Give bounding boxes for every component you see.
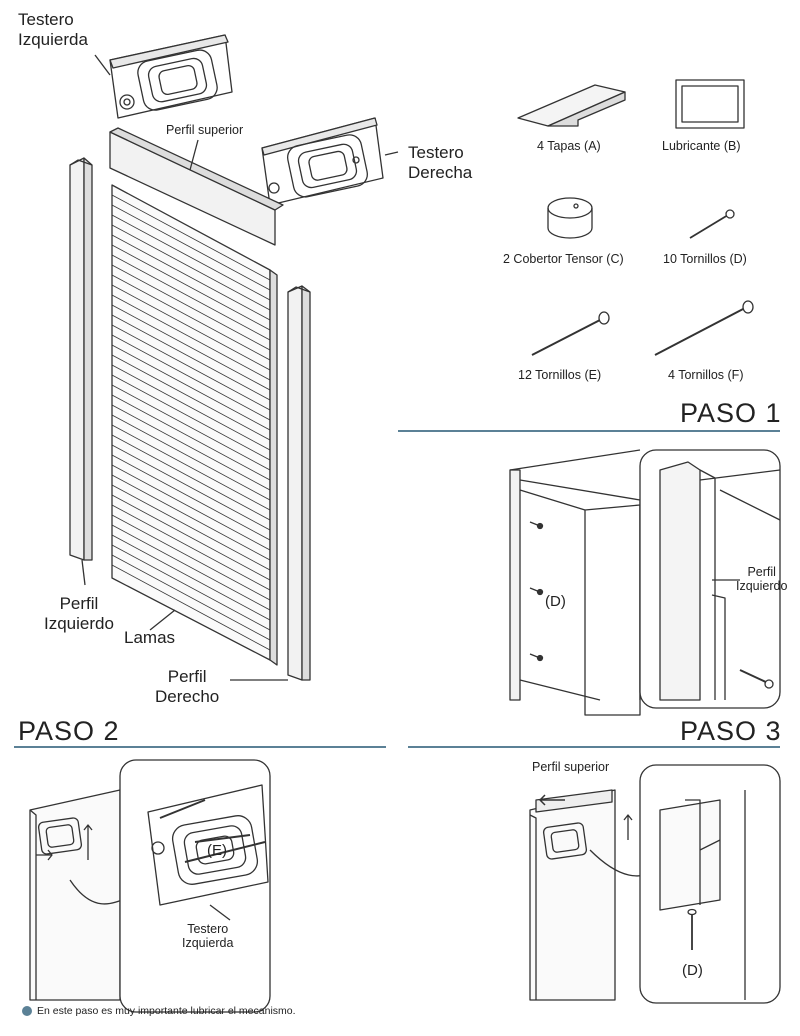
perfil-superior-part — [109, 127, 284, 246]
label-perfil-superior: Perfil superior — [166, 123, 244, 137]
paso3-title: PASO 3 — [680, 716, 782, 746]
lamas-part — [111, 184, 278, 666]
paso3-rule — [408, 746, 780, 748]
footnote-text: En este paso es muy importante lubricar … — [37, 1005, 296, 1017]
label-tornillos-d: 10 Tornillos (D) — [663, 252, 747, 266]
tapa-a-part — [517, 84, 626, 127]
paso3-illustration — [529, 764, 781, 1004]
paso2-screw-label: (E) — [207, 842, 227, 859]
paso2-illustration — [29, 759, 271, 1013]
paso2-rule — [14, 746, 386, 748]
tornillo-d-part — [689, 209, 735, 239]
paso2-testero-label: Testero Izquierda — [182, 922, 234, 951]
paso1-perfil-label: Perfil Izquierdo — [736, 565, 788, 594]
cobertor-c-part — [547, 197, 593, 239]
footnote: En este paso es muy importante lubricar … — [22, 1005, 296, 1017]
paso1-title: PASO 1 — [680, 398, 782, 428]
paso1-screw-label: (D) — [545, 593, 566, 610]
label-tapas: 4 Tapas (A) — [537, 139, 601, 153]
bullet-dot-icon — [22, 1006, 32, 1016]
paso3-screw-label: (D) — [682, 962, 703, 979]
perfil-derecho-part — [230, 285, 311, 681]
label-testero-izquierda: Testero Izquierda — [18, 10, 88, 49]
testero-derecha-part — [261, 117, 399, 206]
label-tornillos-f: 4 Tornillos (F) — [668, 368, 744, 382]
label-tornillos-e: 12 Tornillos (E) — [518, 368, 602, 382]
tornillo-e-part — [531, 311, 610, 356]
label-lubricante: Lubricante (B) — [662, 139, 741, 153]
paso1-illustration — [509, 449, 781, 716]
testero-izquierda-part — [94, 34, 233, 119]
tornillo-f-part — [654, 300, 754, 356]
label-perfil-izquierdo: Perfil Izquierdo — [44, 594, 114, 633]
label-cobertor: 2 Cobertor Tensor (C) — [503, 252, 624, 266]
label-lamas: Lamas — [124, 628, 176, 647]
paso2-title: PASO 2 — [18, 716, 120, 746]
lubricante-b-part — [675, 79, 745, 129]
paso3-perfil-label: Perfil superior — [532, 760, 610, 774]
label-testero-derecha: Testero Derecha — [408, 143, 473, 182]
label-perfil-derecho: Perfil Derecho — [155, 667, 220, 706]
paso1-rule — [398, 430, 780, 432]
perfil-izquierdo-part — [69, 157, 93, 586]
